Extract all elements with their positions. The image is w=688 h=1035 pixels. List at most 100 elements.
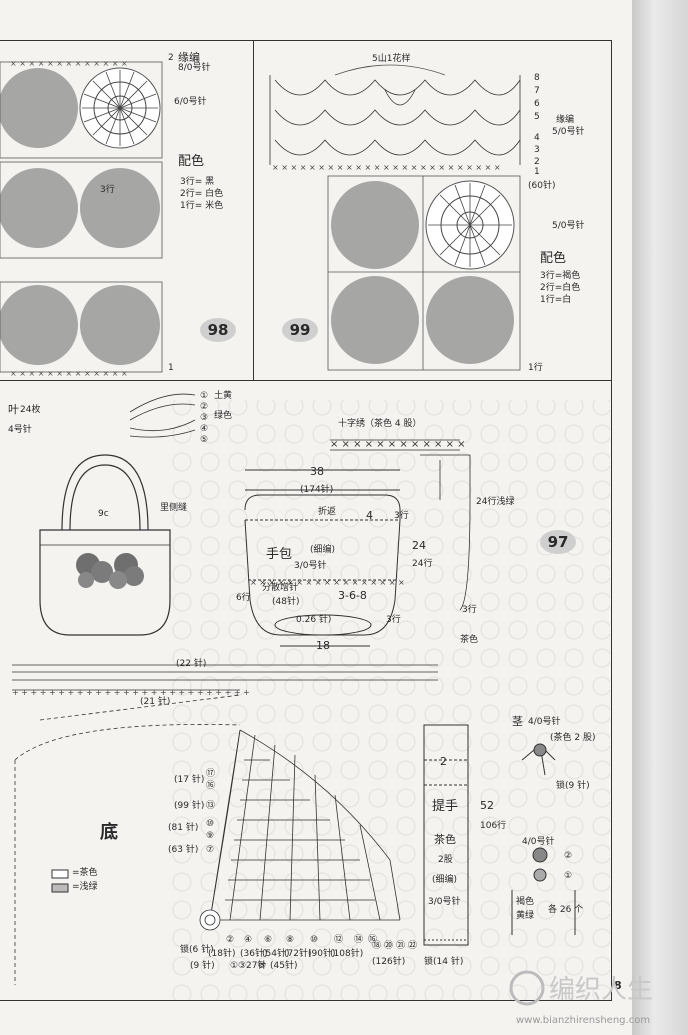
leaf-hook: 4号针	[8, 425, 32, 435]
flower-count: 各 26 个	[548, 905, 584, 915]
chain-22: (22 针)	[176, 659, 207, 669]
svg-text:× × × × × × × × × × × ×: × × × × × × × × × × × ×	[330, 439, 466, 450]
svg-text:× × × × × × × × × × × × × × ×: × × × × × × × × × × × × × × × × ×	[250, 578, 405, 587]
left-row-13: ⑬	[206, 801, 216, 811]
p98-color-title: 配色	[178, 154, 205, 169]
svg-text:编织人生: 编织人生	[549, 975, 653, 1005]
leaf-row-5: ⑤	[200, 435, 209, 445]
bottom-count-90: (90针)	[308, 949, 336, 959]
increase-count: (48针)	[272, 597, 300, 607]
right-border	[611, 40, 612, 1000]
bottom-legend-swatches	[51, 869, 69, 893]
legend-tea: =茶色	[72, 868, 98, 878]
leaf-color-ochre: 土黄	[214, 391, 233, 401]
leaf-count: 24枚	[20, 405, 41, 415]
vertical-divider	[253, 40, 254, 380]
p99-color-row-3: 3行=褐色	[540, 271, 581, 281]
bottom-label: 底	[100, 822, 118, 843]
bottom-row-b-5: ⑤	[258, 961, 267, 971]
flower-row-2: ②	[564, 851, 573, 861]
p98-color-row-1: 1行= 米色	[180, 201, 224, 211]
bottom-row-8: ⑧	[286, 935, 295, 945]
p99-row-2: 2	[534, 157, 540, 167]
rows-24-right: 24行	[412, 559, 433, 569]
bottom-row-6: ⑥	[264, 935, 273, 945]
p99-row-1: 1	[534, 167, 540, 177]
bottom-26: 0.26 针)	[296, 615, 332, 625]
leaf-row-1: ①	[200, 391, 209, 401]
handle-title: 提手	[432, 799, 459, 814]
bottom-row-22: ㉒	[408, 941, 418, 951]
stem-title: 茎	[512, 715, 523, 728]
fold-label: 折返	[318, 507, 337, 517]
handle-106: 106行	[480, 821, 507, 831]
handbag-sketch	[39, 454, 171, 636]
handle-width: 9c	[98, 509, 109, 519]
granny-squares-98: × × × × × × × × × × × × × × × × × × × × …	[0, 59, 163, 378]
p99-row-3: 3	[534, 145, 540, 155]
bottom-count-18: (18针)	[208, 949, 236, 959]
watermark-url: www.bianzhirensheng.com	[516, 1015, 651, 1026]
tea-color-label: 茶色	[460, 635, 479, 645]
handle-2: 2	[440, 755, 447, 768]
chain-21: (21 针)	[140, 697, 171, 707]
rows-6: 6行	[236, 593, 251, 603]
bottom-row-14: ⑭	[354, 935, 364, 945]
handle-hook: 3/0号针	[428, 897, 461, 907]
left-count-99: (99 针)	[174, 801, 205, 811]
bottom-row-20: ⑳	[384, 941, 394, 951]
bottom-row-10: ⑩	[310, 935, 319, 945]
p98-edging-hook: 8/0号针	[178, 63, 211, 73]
bottom-count-126: (126针)	[372, 957, 406, 967]
left-row-7: ⑦	[206, 845, 215, 855]
page-number: 8	[614, 979, 622, 992]
bottom-count-27: 27针	[246, 961, 267, 971]
chain-9: (9 针)	[190, 961, 215, 971]
bottom-row-12: ⑫	[334, 935, 344, 945]
inside-seam-label: 里侧缝	[160, 503, 188, 513]
flower-color-yellowgreen: 黄绿	[516, 911, 535, 921]
handle-yarn: (细编)	[432, 875, 458, 885]
rows-3b: 3行	[462, 605, 477, 615]
bag-hook: 3/0号针	[294, 561, 327, 571]
bottom-border	[0, 1000, 612, 1001]
leaf-color-green: 绿色	[214, 411, 233, 421]
p98-row-mark-2: 2	[168, 53, 174, 63]
svg-text:+ + + + + + + + + + + + + + +: + + + + + + + + + + + + + + + + + + + + …	[12, 688, 250, 697]
bag-body-diagram	[244, 469, 401, 647]
watermark-logo: 编织人生	[505, 960, 675, 1030]
p98-edging-label: 缘编	[178, 51, 200, 64]
granny-squares-99	[327, 175, 521, 371]
bag-flowers	[76, 553, 144, 589]
handle-52: 52	[480, 799, 494, 812]
stem-hook: 4/0号针	[528, 717, 561, 727]
leaf-chart	[129, 393, 196, 438]
flower-color-brown: 褐色	[516, 897, 535, 907]
bag-title: 手包	[266, 547, 293, 562]
middle-divider	[0, 380, 612, 381]
p99-row-6: 6	[534, 99, 540, 109]
stem-flower	[511, 743, 576, 935]
handle-diagram	[423, 724, 469, 946]
p99-color-title: 配色	[540, 251, 567, 266]
handle-chain: 锁(14 针)	[424, 957, 464, 967]
bag-yarn: (细编)	[310, 545, 336, 555]
bottom-18: 18	[316, 639, 330, 652]
leaf-row-3: ③	[200, 413, 209, 423]
leaf-row-4: ④	[200, 424, 209, 434]
light-green-label: 24行浅绿	[476, 497, 515, 507]
left-row-17: ⑰	[206, 769, 216, 779]
bottom-count-72: (72针)	[284, 949, 312, 959]
top-border	[0, 40, 612, 41]
p98-row-3: 3行	[100, 185, 115, 195]
p99-row-4: 4	[534, 133, 540, 143]
cross-stitch-label: 十字绣（茶色 4 股）	[338, 419, 422, 429]
increase-nums: 3-6-8	[338, 589, 367, 602]
left-count-81: (81 针)	[168, 823, 199, 833]
left-row-9: ⑨	[206, 831, 215, 841]
bottom-count-54: (54针)	[262, 949, 290, 959]
scallop-edging-99	[269, 64, 521, 165]
handle-strands: 2股	[438, 855, 453, 865]
left-row-10: ⑩	[206, 819, 215, 829]
p99-edging-hook: 5/0号针	[552, 127, 585, 137]
